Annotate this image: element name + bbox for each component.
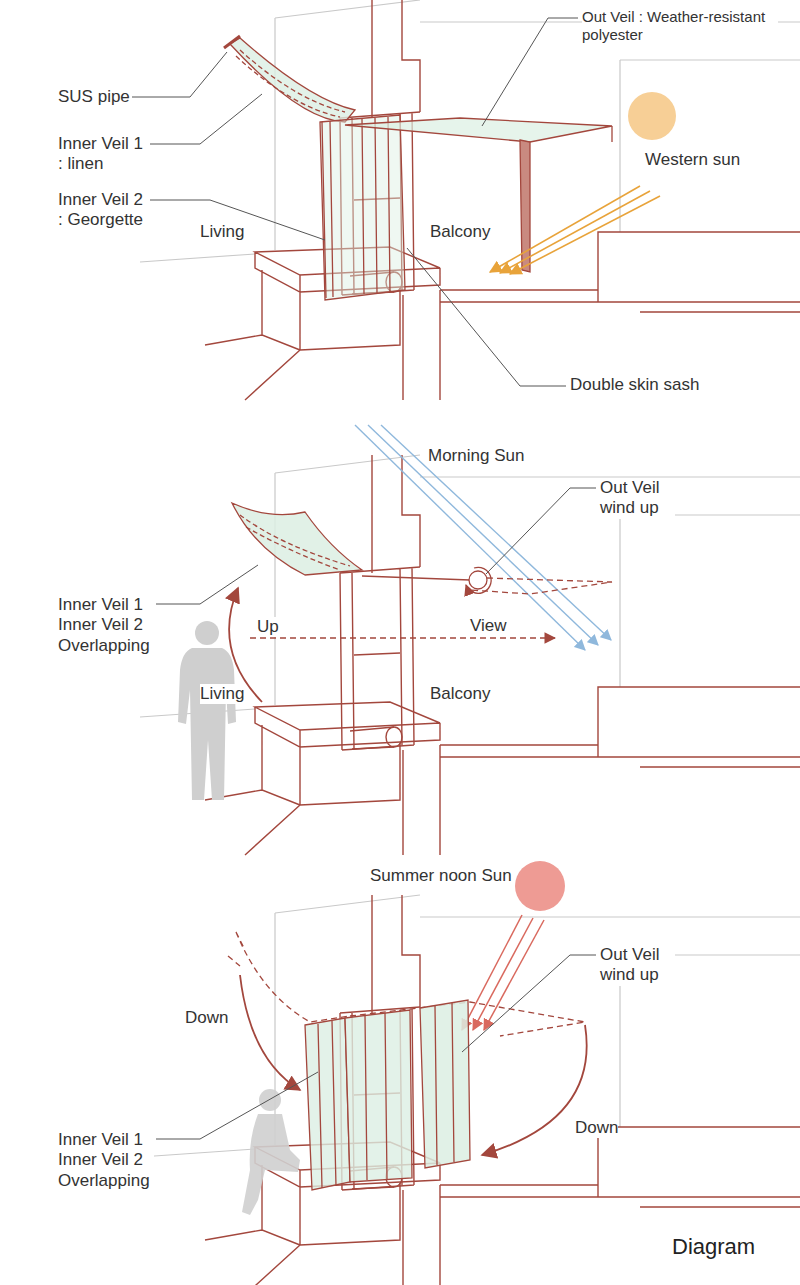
label-holder: Living [200, 684, 244, 704]
illustration-line [195, 621, 219, 645]
leader-lines [156, 955, 596, 1139]
illustration-line [407, 248, 566, 386]
illustration-line [462, 915, 522, 1030]
illustration-line [368, 425, 598, 645]
room-section [140, 455, 800, 855]
veil-fold [236, 50, 345, 117]
caption-holder: Diagram [672, 1234, 755, 1260]
label: Inner Veil 1 Inner Veil 2 Overlapping [58, 1130, 154, 1191]
sun-rays [490, 186, 660, 274]
illustration-line [355, 425, 585, 650]
label-holder: Out Veil : Weather-resistant polyester [582, 8, 778, 44]
room-section [140, 895, 800, 1285]
out-veil-folds [435, 1003, 454, 1165]
caption: Diagram [672, 1234, 755, 1260]
label: Inner Veil 2 : Georgette [58, 190, 150, 231]
morning-rays [355, 425, 611, 650]
label: Summer noon Sun [370, 866, 512, 886]
label-holder: Inner Veil 1 : linen [58, 134, 150, 175]
label: Living [200, 222, 244, 242]
illustration-line [482, 18, 578, 126]
label-holder: Down [575, 1118, 618, 1138]
out-veil-support [611, 126, 612, 142]
label-holder: Balcony [430, 222, 490, 242]
illustration-line [150, 94, 262, 144]
label: Balcony [430, 222, 490, 242]
illustration-line [259, 1089, 281, 1111]
label-holder: Western sun [645, 150, 740, 170]
label: Western sun [645, 150, 740, 170]
illustration-line [462, 955, 596, 1052]
curtain-folds [322, 117, 390, 298]
illustration-line [132, 52, 227, 97]
label: Living [200, 684, 244, 704]
leader-lines [156, 488, 596, 604]
sun [515, 861, 565, 911]
label-holder: Balcony [430, 684, 490, 704]
down-arrow [240, 975, 300, 1090]
label-holder: Out Veil wind up [600, 945, 675, 986]
view-arrow [250, 637, 555, 638]
label: Inner Veil 1 : linen [58, 134, 150, 175]
label-holder: Up [257, 617, 279, 637]
leader-lines [132, 18, 578, 386]
veil-roll [469, 571, 487, 589]
label: View [470, 616, 507, 636]
label-holder: Living [200, 222, 244, 242]
inner-veil-hammock [230, 38, 355, 122]
sun [628, 92, 676, 140]
label-holder: SUS pipe [58, 87, 130, 107]
illustration-line [242, 1114, 300, 1215]
label-holder: Inner Veil 1 Inner Veil 2 Overlapping [58, 1130, 154, 1191]
illustration-line [490, 186, 640, 272]
label-holder: Morning Sun [428, 446, 524, 466]
inner-veil-down [345, 1010, 412, 1182]
inner-veil-curtain [320, 115, 405, 300]
label-holder: Inner Veil 2 : Georgette [58, 190, 150, 231]
panel-one [224, 36, 612, 300]
panel-two [229, 503, 612, 702]
illustration-line [510, 196, 660, 274]
illustration-line [381, 425, 611, 640]
label: Inner Veil 1 Inner Veil 2 Overlapping [58, 595, 154, 656]
inner-veil-down [305, 1018, 350, 1190]
down-arrow [482, 1025, 587, 1155]
out-veil [345, 118, 612, 142]
veils-folded-up [232, 503, 362, 575]
label: Balcony [430, 684, 490, 704]
label-holder: Down [185, 1008, 228, 1028]
roll-arrow [466, 567, 491, 593]
label: Double skin sash [570, 375, 699, 395]
illustration-line [500, 191, 650, 273]
label-holder: Out Veil wind up [600, 478, 675, 519]
label: Down [575, 1118, 618, 1138]
label-holder: Double skin sash [570, 375, 699, 395]
veil-fold [240, 515, 350, 570]
illustration-line [486, 488, 596, 574]
label: Out Veil wind up [600, 478, 675, 519]
label: Out Veil wind up [600, 945, 675, 986]
label: Up [257, 617, 279, 637]
illustration-line [156, 565, 258, 604]
label: Down [185, 1008, 228, 1028]
label: Morning Sun [428, 446, 524, 466]
illustration-line [473, 918, 533, 1030]
standing-person [178, 621, 236, 800]
label: SUS pipe [58, 87, 130, 107]
illustration-line [178, 648, 236, 800]
label-holder: Inner Veil 1 Inner Veil 2 Overlapping [58, 595, 154, 656]
label: Out Veil : Weather-resistant polyester [582, 8, 778, 44]
out-veil-ghost [470, 578, 612, 594]
illustration-line [484, 920, 544, 1030]
label-holder: View [470, 616, 507, 636]
curtain-folds [318, 1013, 387, 1188]
label-holder: Summer noon Sun [370, 866, 512, 886]
illustration-line [156, 1072, 318, 1139]
out-veil-rolled [362, 576, 470, 580]
sus-pipe [224, 36, 240, 48]
room-section [140, 0, 800, 400]
seated-person [242, 1089, 300, 1215]
out-veil-down [420, 1000, 470, 1168]
